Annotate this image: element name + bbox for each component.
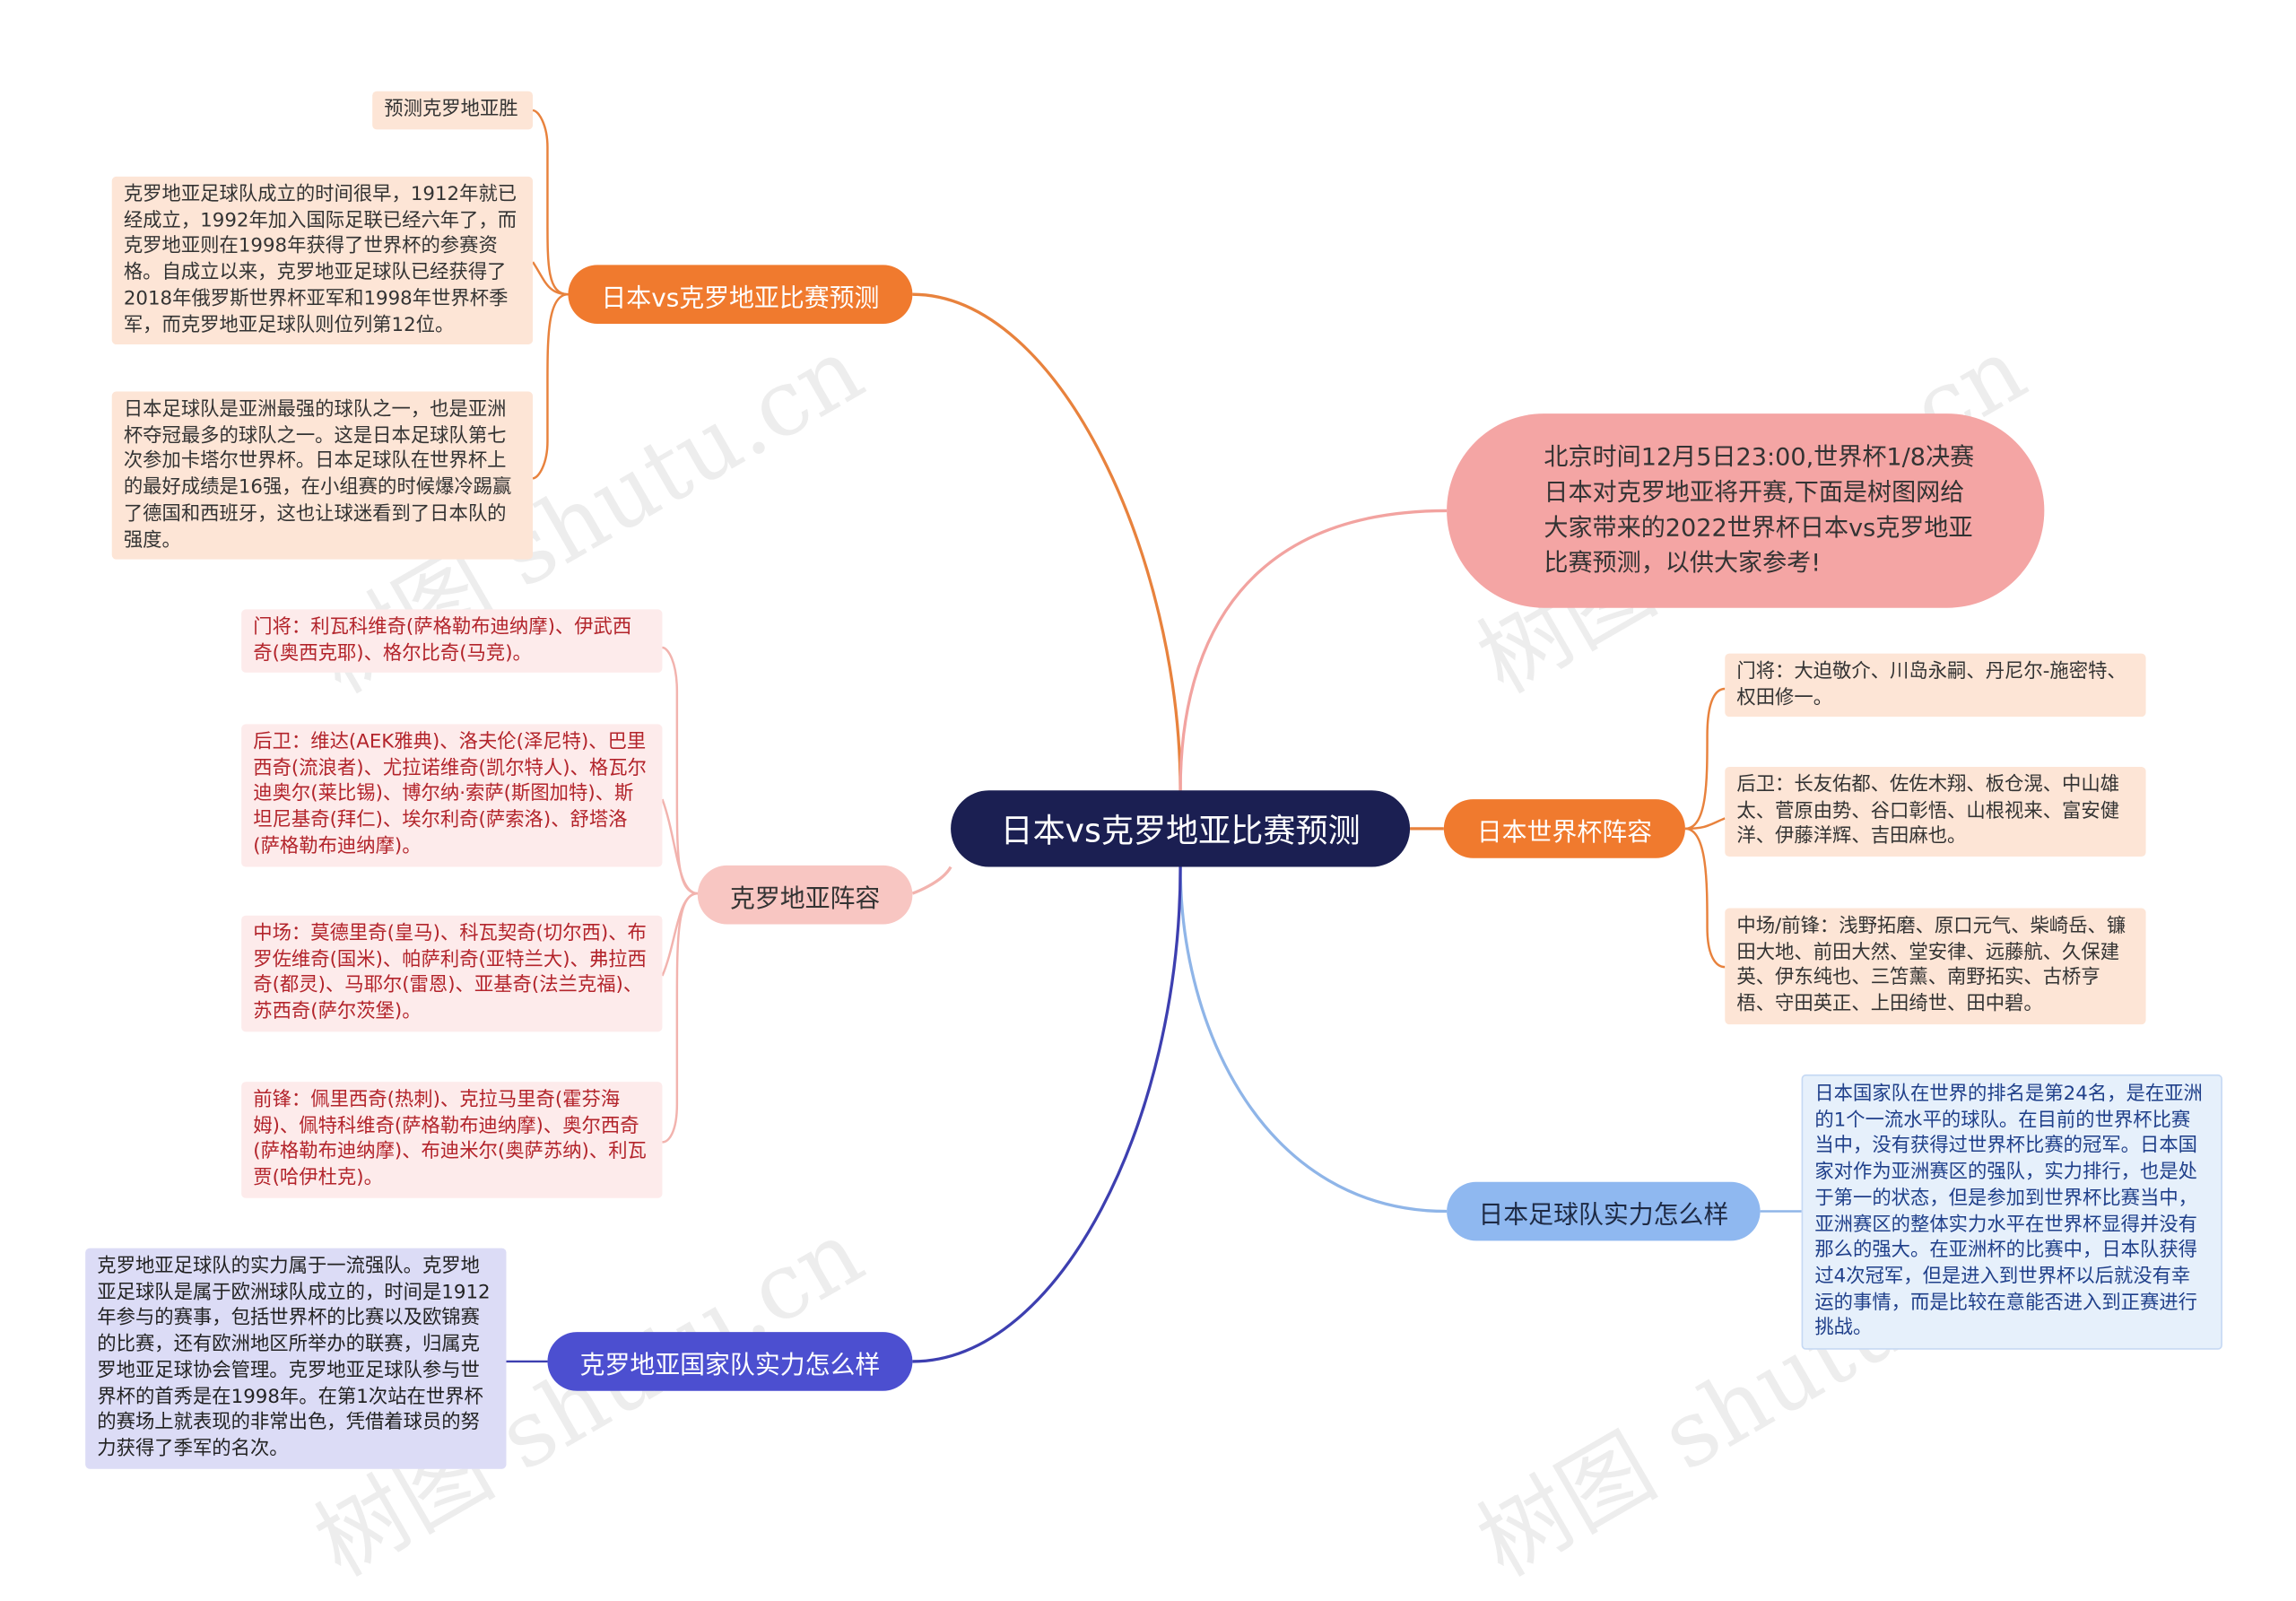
central-topic[interactable]: 日本vs克罗地亚比赛预测 xyxy=(951,790,1411,867)
leaf-croatia-goalkeepers[interactable]: 门将：利瓦科维奇(萨格勒布迪纳摩)、伊武西奇(奥西克耶)、格尔比奇(马竞)。 xyxy=(241,609,663,674)
leaf-croatia-forwards[interactable]: 前锋：佩里西奇(热刺)、克拉马里奇(霍芬海姆)、佩特科维奇(萨格勒布迪纳摩)、奥… xyxy=(241,1082,663,1198)
leaf-prediction-result[interactable]: 预测克罗地亚胜 xyxy=(372,91,534,129)
leaf-croatia-defenders[interactable]: 后卫：维达(AEK雅典)、洛夫伦(泽尼特)、巴里西奇(流浪者)、尤拉诺维奇(凯尔… xyxy=(241,724,663,866)
leaf-japan-history[interactable]: 日本足球队是亚洲最强的球队之一，也是亚洲杯夺冠最多的球队之一。这是日本足球队第七… xyxy=(111,391,534,560)
branch-croatia-strength[interactable]: 克罗地亚国家队实力怎么样 xyxy=(547,1332,913,1391)
leaf-japan-defenders[interactable]: 后卫：长友佑都、佐佐木翔、板仓滉、中山雄太、菅原由势、谷口彰悟、山根视来、富安健… xyxy=(1725,766,2146,857)
link-japan-strength xyxy=(1178,866,1448,1214)
link-croatia-strength xyxy=(912,866,1182,1363)
branch-japan-squad[interactable]: 日本世界杯阵容 xyxy=(1443,799,1685,858)
leaf-croatia-history[interactable]: 克罗地亚足球队成立的时间很早，1912年就已经成立，1992年加入国际足联已经六… xyxy=(111,176,534,345)
link-croatia-squad xyxy=(911,866,952,895)
branch-japan-strength[interactable]: 日本足球队实力怎么样 xyxy=(1447,1181,1761,1241)
mindmap-canvas: 树图 shutu.cn 树图 shutu.cn 树图 shutu.cn 树图 s… xyxy=(85,91,2222,1597)
connector-lines xyxy=(506,109,1802,1363)
leaf-croatia-strength[interactable]: 克罗地亚足球队的实力属于一流强队。克罗地亚足球队是属于欧洲球队成立的，时间是19… xyxy=(85,1248,507,1469)
branch-prediction[interactable]: 日本vs克罗地亚比赛预测 xyxy=(568,265,913,325)
link-intro xyxy=(1178,509,1448,791)
leaf-japan-midfield-forwards[interactable]: 中场/前锋：浅野拓磨、原口元气、柴崎岳、镰田大地、前田大然、堂安律、远藤航、久保… xyxy=(1725,908,2146,1024)
leaf-japan-strength[interactable]: 日本国家队在世界的排名是第24名，是在亚洲的1个一流水平的球队。在目前的世界杯比… xyxy=(1801,1074,2222,1350)
leaf-japan-goalkeepers[interactable]: 门将：大迫敬介、川岛永嗣、丹尼尔-施密特、权田修一。 xyxy=(1725,653,2146,718)
intro-text: 北京时间12月5日23:00,世界杯1/8决赛日本对克罗地亚将开赛,下面是树图网… xyxy=(1544,442,1975,578)
branch-croatia-squad[interactable]: 克罗地亚阵容 xyxy=(697,865,913,925)
leaf-croatia-midfielders[interactable]: 中场：莫德里奇(皇马)、科瓦契奇(切尔西)、布罗佐维奇(国米)、帕萨利奇(亚特兰… xyxy=(241,915,663,1032)
intro-node[interactable]: 北京时间12月5日23:00,世界杯1/8决赛日本对克罗地亚将开赛,下面是树图网… xyxy=(1447,413,2045,608)
link-prediction xyxy=(912,292,1182,791)
